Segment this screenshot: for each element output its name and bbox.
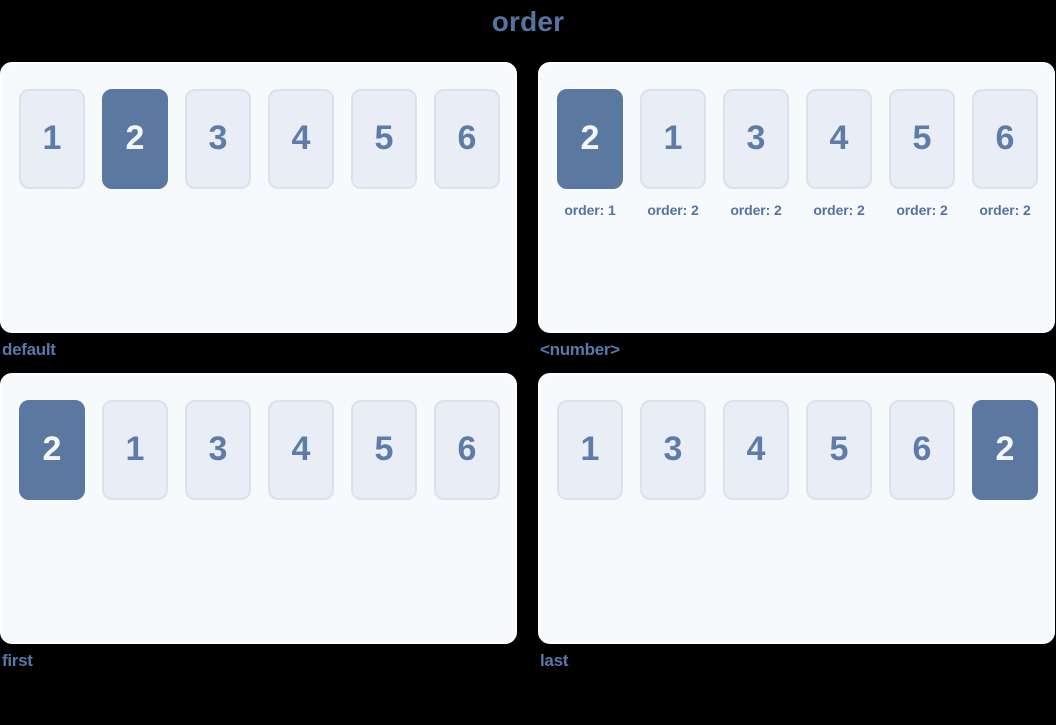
flex-item: 1 bbox=[557, 399, 623, 500]
flex-item-box: 1 bbox=[640, 88, 706, 189]
flex-item-box: 4 bbox=[806, 88, 872, 189]
flex-item-box: 1 bbox=[102, 399, 168, 500]
flex-item-box: 3 bbox=[640, 399, 706, 500]
flex-item-box: 6 bbox=[972, 88, 1038, 189]
order-value-label: order: 2 bbox=[813, 201, 865, 218]
flex-item: 2 bbox=[102, 88, 168, 189]
section-caption: <number> bbox=[540, 339, 620, 359]
flex-item-box: 6 bbox=[434, 88, 500, 189]
flex-item-box-highlighted: 2 bbox=[557, 88, 623, 189]
flex-item: 6 bbox=[889, 399, 955, 500]
flex-item-box: 5 bbox=[351, 399, 417, 500]
flex-container-number: 2 order: 1 1 order: 2 3 order: 2 4 order: 2 5 ord… bbox=[538, 61, 1055, 333]
flex-item: 3 bbox=[185, 399, 251, 500]
flex-item: 2 bbox=[19, 399, 85, 500]
flex-item-box: 5 bbox=[351, 88, 417, 189]
flex-item: 3 order: 2 bbox=[723, 88, 789, 218]
order-value-label: order: 1 bbox=[564, 201, 616, 218]
flex-item: 5 order: 2 bbox=[889, 88, 955, 218]
flex-item: 4 bbox=[268, 88, 334, 189]
flex-item: 2 bbox=[972, 399, 1038, 500]
flex-item: 2 order: 1 bbox=[557, 88, 623, 218]
flex-item: 4 bbox=[723, 399, 789, 500]
order-value-label: order: 2 bbox=[730, 201, 782, 218]
flex-item: 3 bbox=[640, 399, 706, 500]
flex-item: 5 bbox=[351, 399, 417, 500]
flex-item-box: 1 bbox=[557, 399, 623, 500]
flex-item: 4 bbox=[268, 399, 334, 500]
demo-section-number: 2 order: 1 1 order: 2 3 order: 2 4 order: 2 5 ord… bbox=[538, 61, 1055, 360]
flex-item: 4 order: 2 bbox=[806, 88, 872, 218]
flex-item: 3 bbox=[185, 88, 251, 189]
flex-item-box: 5 bbox=[889, 88, 955, 189]
section-caption: default bbox=[2, 339, 56, 359]
flex-item-box: 3 bbox=[723, 88, 789, 189]
section-caption: first bbox=[2, 650, 33, 670]
flex-item-box: 3 bbox=[185, 399, 251, 500]
flex-item: 1 bbox=[102, 399, 168, 500]
page-title: order bbox=[491, 6, 565, 37]
order-value-label: order: 2 bbox=[647, 201, 699, 218]
flex-item: 6 bbox=[434, 399, 500, 500]
flex-item: 5 bbox=[351, 88, 417, 189]
flex-item-box-highlighted: 2 bbox=[19, 399, 85, 500]
flex-item-box: 3 bbox=[185, 88, 251, 189]
flex-item-box: 6 bbox=[889, 399, 955, 500]
flex-item-box: 4 bbox=[268, 399, 334, 500]
flex-item: 6 order: 2 bbox=[972, 88, 1038, 218]
order-value-label: order: 2 bbox=[979, 201, 1031, 218]
order-value-label: order: 2 bbox=[896, 201, 948, 218]
flex-item-box-highlighted: 2 bbox=[972, 399, 1038, 500]
flex-item-box: 4 bbox=[268, 88, 334, 189]
flex-item: 1 order: 2 bbox=[640, 88, 706, 218]
flex-item-box: 1 bbox=[19, 88, 85, 189]
flex-item: 6 bbox=[434, 88, 500, 189]
flex-item-box: 5 bbox=[806, 399, 872, 500]
flex-item: 5 bbox=[806, 399, 872, 500]
flex-item-box: 6 bbox=[434, 399, 500, 500]
section-caption: last bbox=[540, 650, 569, 670]
flex-item-box-highlighted: 2 bbox=[102, 88, 168, 189]
flex-item: 1 bbox=[19, 88, 85, 189]
flex-item-box: 4 bbox=[723, 399, 789, 500]
